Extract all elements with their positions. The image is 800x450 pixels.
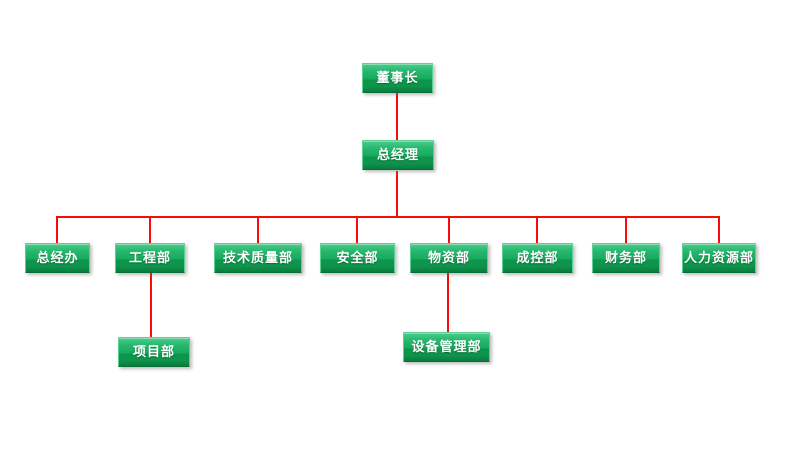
org-node-tech-quality: 技术质量部 bbox=[214, 243, 302, 273]
connector-drop-general-office bbox=[56, 216, 58, 243]
org-node-engineering: 工程部 bbox=[115, 243, 185, 273]
org-node-general-manager: 总经理 bbox=[362, 140, 434, 170]
org-node-materials: 物资部 bbox=[410, 243, 488, 273]
connector-drop-hr bbox=[718, 216, 720, 243]
connector-drop-tech-quality bbox=[257, 216, 259, 243]
org-node-hr: 人力资源部 bbox=[682, 243, 756, 273]
connector-drop-materials bbox=[448, 216, 450, 243]
connector-engineering-to-project bbox=[150, 273, 152, 337]
connector-gm-to-bus bbox=[396, 171, 398, 217]
connector-drop-engineering bbox=[149, 216, 151, 243]
org-node-project: 项目部 bbox=[118, 337, 190, 367]
connector-drop-finance bbox=[625, 216, 627, 243]
org-node-safety: 安全部 bbox=[320, 243, 395, 273]
org-node-chairman: 董事长 bbox=[362, 63, 433, 93]
connector-materials-to-equipment bbox=[447, 273, 449, 332]
connector-drop-safety bbox=[356, 216, 358, 243]
org-node-finance: 财务部 bbox=[592, 243, 660, 273]
org-node-equipment-mgmt: 设备管理部 bbox=[403, 332, 490, 362]
connector-chairman-to-gm bbox=[396, 93, 398, 140]
org-node-cost-control: 成控部 bbox=[502, 243, 573, 273]
connector-drop-cost-control bbox=[536, 216, 538, 243]
org-node-general-office: 总经办 bbox=[25, 243, 90, 273]
connector-bus-line bbox=[56, 216, 720, 218]
